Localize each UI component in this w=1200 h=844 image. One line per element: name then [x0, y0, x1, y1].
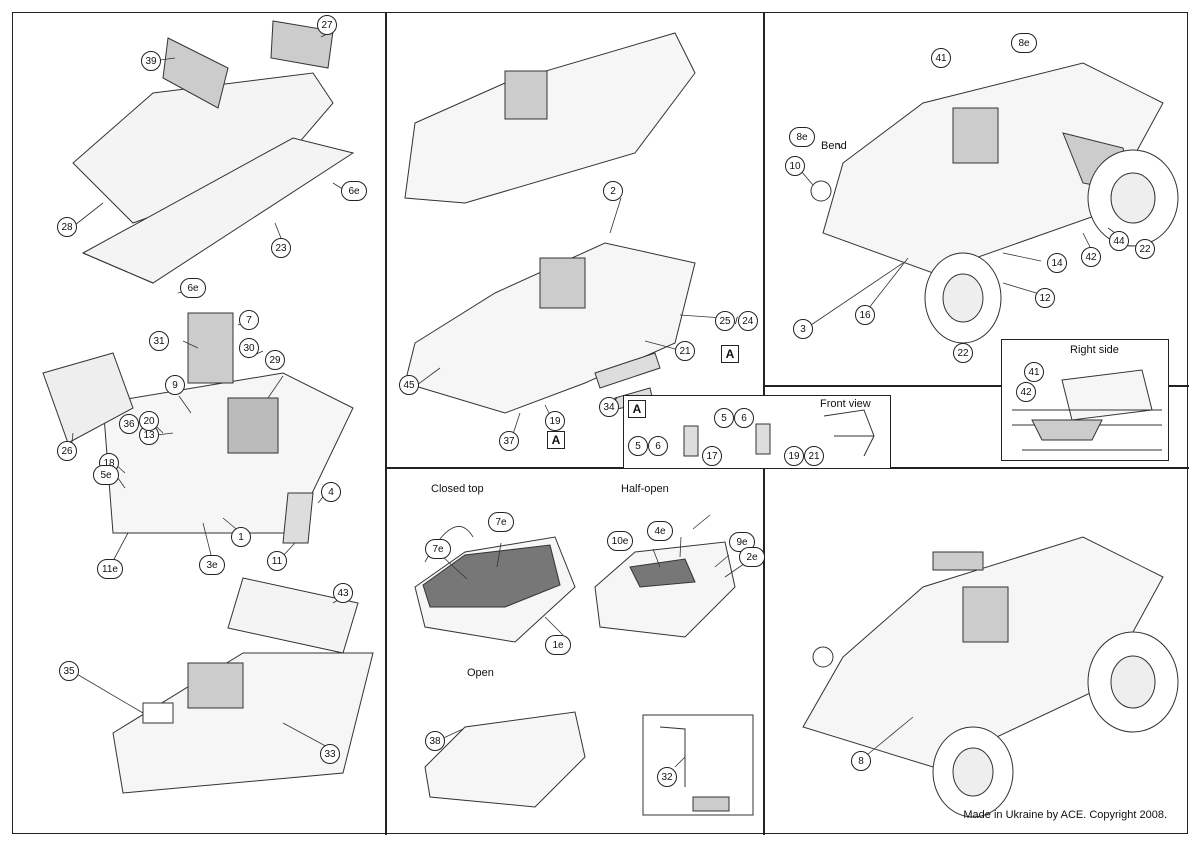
part-callout: 4 [321, 482, 341, 502]
part-callout: 43 [333, 583, 353, 603]
roof-assembly-drawings [404, 32, 724, 444]
part-callout: 35 [59, 661, 79, 681]
panel-hull-interior: 39 27 28 23 6e 6e 7 31 30 29 9 13 36 20 … [13, 13, 385, 835]
detail-a-inset: A Front view 5 6 5 6 17 19 21 [623, 395, 891, 469]
part-callout: 24 [737, 311, 758, 331]
half-open-label: Half-open [621, 483, 669, 495]
section-a-marker: A [721, 345, 739, 363]
part-callout: 7 [239, 310, 259, 330]
part-callout: 31 [149, 331, 169, 351]
part-callout: 21 [675, 341, 695, 361]
part-callout: 33 [320, 744, 340, 764]
part-callout: 41 [931, 48, 951, 68]
section-a-marker: A [547, 431, 565, 449]
part-callout: 5 [714, 408, 734, 428]
part-callout: 30 [239, 338, 259, 358]
part-callout: 36 [119, 414, 139, 434]
part-callout: 8e [1011, 33, 1037, 53]
part-callout: 11e [97, 559, 123, 579]
part-callout: 39 [141, 51, 161, 71]
part-callout: 28 [57, 217, 77, 237]
roof-options-drawings [414, 514, 754, 816]
part-callout: 9 [165, 375, 185, 395]
part-callout: 1e [545, 635, 571, 655]
part-callout: 12 [1035, 288, 1055, 308]
right-side-label: Right side [1070, 344, 1119, 356]
part-callout: 14 [1047, 253, 1067, 273]
part-callout: 2 [603, 181, 623, 201]
copyright-footer: Made in Ukraine by ACE. Copyright 2008. [963, 809, 1167, 821]
panel-roof-options: Closed top Half-open Open [385, 467, 765, 835]
part-callout: 27 [317, 15, 337, 35]
part-callout: 5e [93, 465, 119, 485]
part-callout: 32 [657, 767, 677, 787]
part-callout: 20 [139, 411, 159, 431]
part-callout: 42 [1081, 247, 1101, 267]
detail-a-drawing [683, 409, 875, 457]
part-callout: 1 [231, 527, 251, 547]
part-callout: 6 [648, 436, 668, 456]
part-callout: 17 [702, 446, 722, 466]
part-callout: 45 [399, 375, 419, 395]
part-callout: 3e [199, 555, 225, 575]
part-callout: 10 [785, 156, 805, 176]
part-callout: 10e [607, 531, 633, 551]
part-callout: 21 [804, 446, 824, 466]
part-pair-label: 25/24 [715, 311, 758, 331]
front-view-label: Front view [820, 398, 871, 410]
instruction-sheet: 39 27 28 23 6e 6e 7 31 30 29 9 13 36 20 … [12, 12, 1189, 835]
part-callout: 37 [499, 431, 519, 451]
part-callout: 26 [57, 441, 77, 461]
right-side-inset: Right side 41 42 [1001, 339, 1169, 461]
part-callout: 41 [1024, 362, 1044, 382]
part-callout: 6e [180, 278, 206, 298]
vehicle-front-drawing [800, 62, 1179, 344]
part-callout: 2e [739, 547, 765, 567]
divider-horizontal-right [763, 385, 1189, 387]
part-callout: 42 [1016, 382, 1036, 402]
part-callout: 11 [267, 551, 287, 571]
part-callout: 19 [545, 411, 565, 431]
part-callout: 29 [265, 350, 285, 370]
divider-vertical-1 [385, 13, 387, 835]
part-callout: 19 [784, 446, 804, 466]
hull-interior-drawings [42, 20, 374, 794]
open-label: Open [467, 667, 494, 679]
part-callout: 5 [628, 436, 648, 456]
bend-label: Bend [821, 140, 847, 152]
right-side-drawing [1012, 369, 1162, 451]
panel-final-vehicle: 8 Made in Ukraine by ACE. Copyright 2008… [763, 467, 1189, 835]
part-callout: 23 [271, 238, 291, 258]
part-callout: 6e [341, 181, 367, 201]
closed-top-label: Closed top [431, 483, 484, 495]
detail-a-title: A [628, 400, 646, 418]
part-callout: 8 [851, 751, 871, 771]
vehicle-final-drawing [802, 536, 1179, 818]
part-callout: 7e [488, 512, 514, 532]
part-callout: 34 [599, 397, 619, 417]
part-callout: 6 [734, 408, 754, 428]
part-callout: 44 [1109, 231, 1129, 251]
part-callout: 3 [793, 319, 813, 339]
part-callout: 8e [789, 127, 815, 147]
part-callout: 25 [715, 311, 735, 331]
part-callout: 7e [425, 539, 451, 559]
part-callout: 16 [855, 305, 875, 325]
part-callout: 22 [1135, 239, 1155, 259]
part-callout: 22 [953, 343, 973, 363]
part-callout: 4e [647, 521, 673, 541]
part-callout: 38 [425, 731, 445, 751]
panel-roof-assembly: 2 25/24 21 A 45 34 19 37 A A Front view … [385, 13, 891, 469]
panel-final-front: 41 8e 8e Bend 10 14 12 42 44 22 3 16 22 … [763, 13, 1189, 461]
